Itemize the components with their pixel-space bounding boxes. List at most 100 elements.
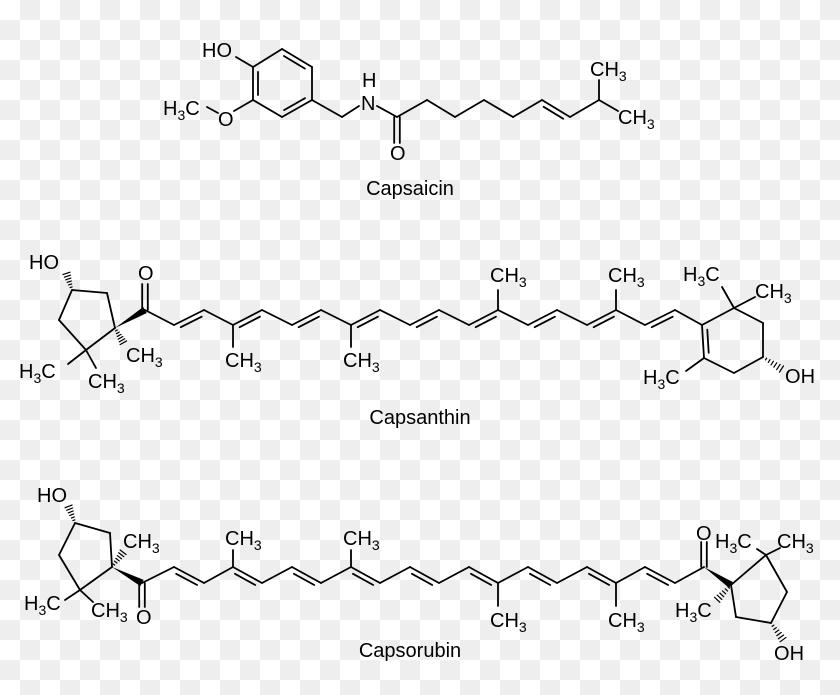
bond bbox=[119, 340, 128, 346]
bond bbox=[115, 557, 120, 562]
bond bbox=[721, 286, 735, 309]
bond bbox=[68, 283, 73, 286]
bond bbox=[586, 309, 617, 326]
atom-label: HO bbox=[29, 252, 59, 274]
bond bbox=[66, 507, 74, 511]
bond bbox=[58, 289, 73, 321]
bond bbox=[733, 356, 764, 374]
bond bbox=[527, 566, 558, 584]
bond bbox=[765, 547, 781, 556]
bond bbox=[592, 315, 615, 329]
bond bbox=[206, 106, 219, 114]
atom-label: CH3 bbox=[343, 528, 380, 553]
bond bbox=[774, 629, 780, 634]
capsaicin-structure: HO H3C O N H O CH3 CH3 Capsaicin bbox=[163, 40, 655, 200]
bond bbox=[733, 307, 764, 324]
bond bbox=[644, 566, 676, 584]
bond bbox=[529, 572, 552, 586]
bond bbox=[765, 554, 788, 593]
atom-label: OH bbox=[774, 643, 804, 665]
atom-label: O bbox=[218, 109, 234, 131]
bond bbox=[173, 566, 205, 584]
bond bbox=[764, 357, 768, 361]
caption-capsanthin: Capsanthin bbox=[369, 407, 470, 429]
bond bbox=[778, 365, 785, 373]
atom-label: CH3 bbox=[755, 281, 792, 306]
bond bbox=[356, 315, 379, 329]
bond bbox=[569, 99, 600, 118]
bond bbox=[776, 631, 782, 637]
bond bbox=[63, 274, 72, 278]
bond bbox=[283, 97, 306, 111]
atom-label: N bbox=[361, 93, 375, 115]
bond bbox=[674, 309, 703, 326]
bond bbox=[409, 309, 440, 326]
bond bbox=[470, 572, 493, 586]
bond bbox=[411, 572, 434, 586]
bond bbox=[646, 572, 670, 586]
bond bbox=[65, 277, 72, 281]
bond bbox=[767, 359, 771, 363]
bond bbox=[770, 591, 788, 624]
bond bbox=[113, 560, 118, 564]
bond bbox=[64, 504, 73, 509]
bond bbox=[141, 566, 175, 584]
bond bbox=[615, 566, 646, 584]
bond bbox=[379, 309, 411, 326]
atom-label: O bbox=[136, 607, 152, 629]
bond bbox=[716, 594, 723, 601]
atom-label: HO bbox=[202, 40, 232, 62]
bond bbox=[291, 566, 322, 584]
atom-label: CH3 bbox=[343, 350, 380, 375]
atom-label: CH3 bbox=[88, 371, 125, 396]
bond bbox=[350, 566, 381, 584]
bond bbox=[701, 307, 735, 326]
atom-label: H bbox=[362, 70, 376, 92]
bond bbox=[175, 572, 199, 586]
bond bbox=[283, 55, 306, 70]
bond bbox=[118, 338, 126, 343]
bond bbox=[85, 349, 97, 369]
bond bbox=[173, 309, 205, 326]
bond bbox=[483, 99, 514, 118]
bond bbox=[773, 627, 777, 631]
bond bbox=[727, 586, 731, 589]
bond bbox=[588, 572, 611, 586]
bond bbox=[376, 105, 398, 118]
bond bbox=[598, 99, 619, 112]
atom-label: CH3 bbox=[126, 345, 163, 370]
bond bbox=[497, 309, 529, 326]
bond bbox=[350, 309, 381, 326]
bond bbox=[71, 289, 108, 294]
bond bbox=[779, 636, 787, 643]
bond bbox=[281, 99, 313, 118]
bond bbox=[70, 516, 75, 519]
bond bbox=[379, 566, 411, 584]
bond bbox=[58, 554, 81, 591]
bond bbox=[297, 315, 320, 329]
bond bbox=[311, 99, 343, 118]
bond bbox=[721, 590, 727, 595]
bond bbox=[112, 563, 116, 566]
atom-label: CH3 bbox=[490, 265, 527, 290]
bond bbox=[74, 522, 111, 534]
bond bbox=[320, 309, 352, 326]
atom-label: HO bbox=[37, 485, 67, 507]
bonds-layer bbox=[58, 48, 788, 643]
wedge-bond bbox=[112, 567, 144, 587]
bond bbox=[533, 315, 556, 329]
bond bbox=[352, 572, 375, 586]
atom-label: O bbox=[138, 263, 154, 285]
bond bbox=[735, 616, 772, 624]
capsanthin-structure: HO O CH3 H3C CH3 CH3 CH3 CH3 CH3 H3C CH3… bbox=[19, 252, 815, 429]
bond bbox=[512, 99, 543, 118]
atom-label: CH3 bbox=[608, 610, 645, 635]
bond bbox=[468, 566, 499, 584]
bond bbox=[615, 309, 646, 326]
bond bbox=[238, 315, 261, 329]
bond bbox=[542, 105, 565, 120]
bond bbox=[685, 357, 705, 372]
bond bbox=[109, 532, 113, 568]
bond bbox=[474, 315, 497, 329]
